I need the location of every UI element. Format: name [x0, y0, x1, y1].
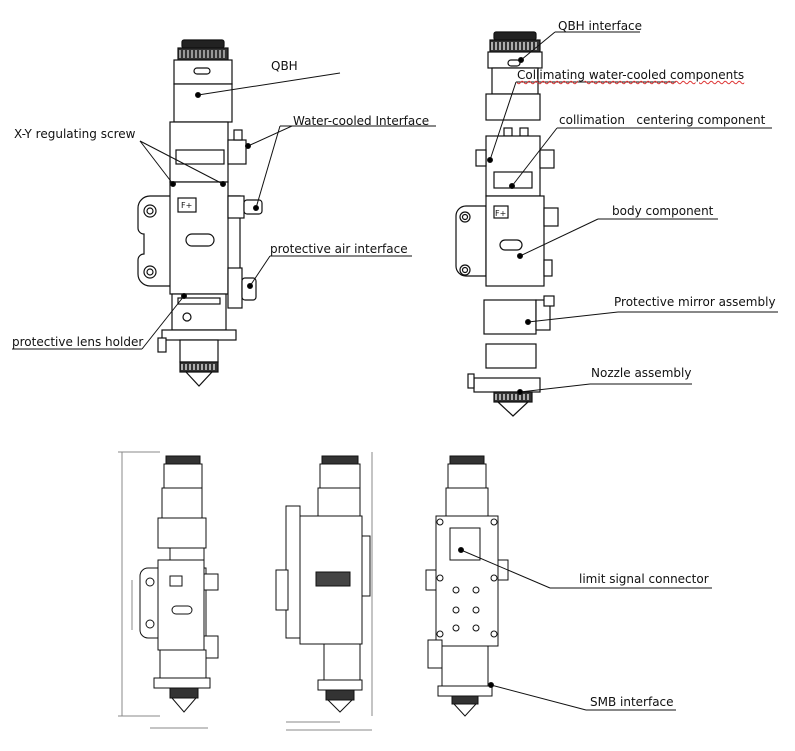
exploded-head-drawing — [455, 31, 559, 417]
back-view-drawing — [425, 455, 509, 717]
label-nozzle-assembly: Nozzle assembly — [591, 366, 692, 380]
panel-mark-left: F+ — [181, 201, 193, 210]
label-protective-lens-holder: protective lens holder — [12, 335, 144, 349]
panel-mark-right: F+ — [495, 209, 507, 218]
label-water-cooled-interface: Water-cooled Interface — [293, 114, 430, 128]
label-collimation-centering-component: collimation centering component — [559, 113, 766, 127]
label-qbh-interface: QBH interface — [558, 19, 643, 33]
label-protective-mirror-assembly: Protective mirror assembly — [614, 295, 776, 309]
label-protective-air-interface: protective air interface — [270, 242, 408, 256]
label-xy-regulating-screw: X-Y regulating screw — [14, 127, 136, 141]
label-smb-interface: SMB interface — [590, 695, 674, 709]
label-body-component: body component — [612, 204, 714, 218]
leader-lines-bottom — [458, 547, 712, 711]
label-qbh: QBH — [271, 59, 298, 73]
label-limit-signal-connector: limit signal connector — [579, 572, 709, 586]
front-view-drawing — [118, 451, 219, 729]
leader-lines-left — [12, 72, 436, 350]
assembled-head-drawing — [137, 39, 263, 387]
side-view-drawing — [275, 452, 373, 731]
leader-lines-right — [487, 31, 778, 395]
label-collimating-water-cooled-components: Collimating water-cooled components — [517, 68, 745, 82]
